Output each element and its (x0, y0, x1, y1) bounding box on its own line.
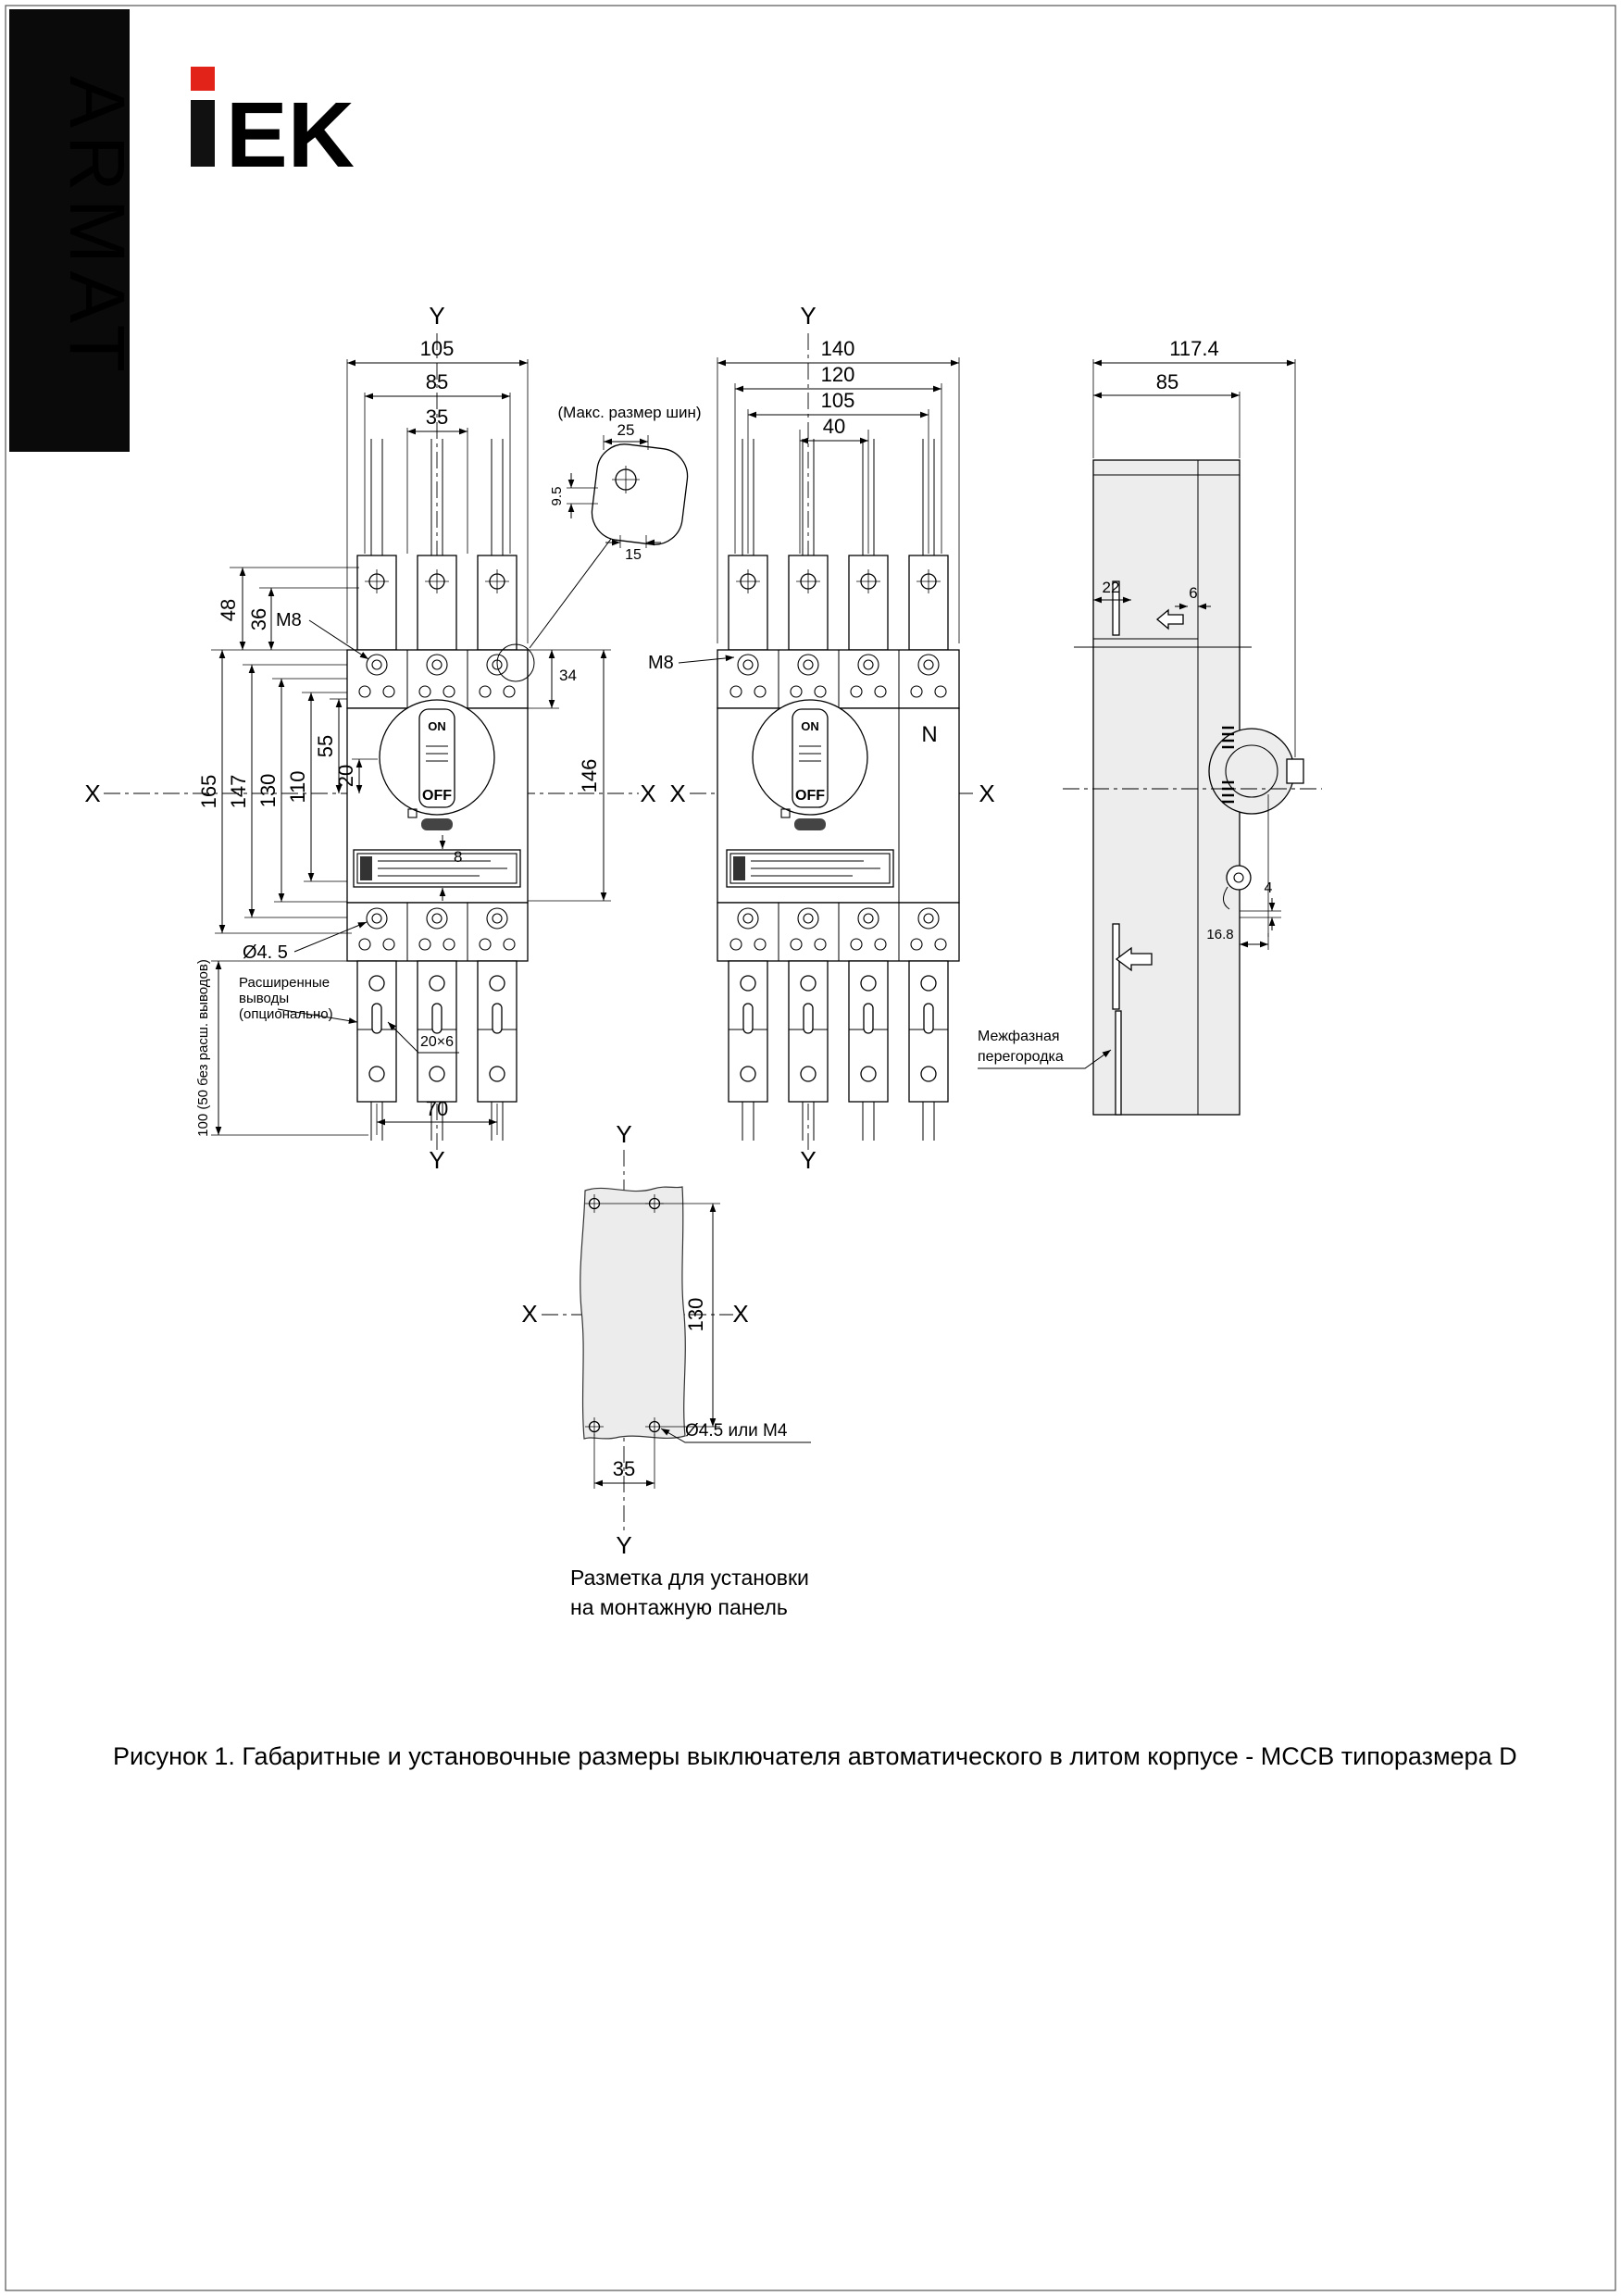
front-view-4p-dimensions: Y 140 120 105 40 M8 N X X Y (648, 302, 995, 1174)
handle-grip-ticks (1222, 726, 1234, 804)
view1-label-window (353, 849, 521, 888)
view1-axis-y-bottom: Y (429, 1146, 444, 1174)
view1-axis-x-right: X (640, 780, 655, 807)
dim-label-70: 70 (426, 1097, 448, 1120)
mount-note-1: Разметка для установки (570, 1566, 809, 1590)
dim-label-8: 8 (454, 848, 462, 866)
mount-note-2: на монтажную панель (570, 1595, 788, 1619)
view1-axis-y-top: Y (429, 302, 444, 330)
mount-axis-y-top: Y (616, 1120, 631, 1148)
ext-terminals-note-1: Расширенные (239, 975, 330, 991)
dim-label-4: 4 (1265, 880, 1273, 896)
dim-label-35: 35 (426, 406, 448, 429)
dim-label-85: 85 (426, 370, 448, 393)
dim-label-147: 147 (227, 775, 250, 809)
dim-label-15: 15 (625, 547, 642, 563)
left-arrow-icon (1115, 946, 1153, 972)
dim-label-dia45: Ø4. 5 (243, 942, 288, 963)
view2-label-window (726, 849, 894, 888)
dim-label-105-4p: 105 (821, 389, 855, 412)
mounting-layout: Y X X 130 Ø4.5 или M4 35 Y Разметка для … (521, 1120, 811, 1619)
dim-label-48: 48 (217, 599, 240, 621)
dim-label-22: 22 (1103, 579, 1120, 596)
dim-label-36: 36 (247, 608, 270, 630)
dim-label-120: 120 (821, 363, 855, 386)
mount-axis-x-right: X (732, 1300, 748, 1328)
dim-label-100: 100 (50 без расш. выводов) (195, 959, 211, 1137)
dim-label-140: 140 (821, 337, 855, 360)
side-handle-tip (1286, 758, 1304, 784)
iek-logo-ek-text: EK (226, 83, 355, 187)
side-view-dimensions: 117.4 85 22 6 4 16.8 Межфазная перегород… (978, 337, 1296, 1069)
iek-logo: EK (191, 67, 355, 187)
dim-label-20: 20 (334, 765, 357, 787)
iek-logo-i-stem (191, 100, 215, 167)
side-view (1063, 459, 1322, 1116)
partition-note-1: Межфазная (978, 1029, 1060, 1044)
partition-note-2: перегородка (978, 1049, 1064, 1065)
front-view-4p: ON OFF (690, 333, 974, 1150)
figure-caption: Рисунок 1. Габаритные и установочные раз… (113, 1742, 1517, 1770)
dim-label-105: 105 (420, 337, 455, 360)
mounting-panel (580, 1186, 686, 1440)
view1-axis-x-left: X (84, 780, 100, 807)
brand-armat-text: ARMAT (54, 76, 141, 380)
front-view-3p-dimensions: Y 105 85 35 48 36 165 147 130 110 55 20 … (84, 302, 655, 1174)
bus-detail: (Макс. размер шин) 25 9.5 15 (496, 404, 702, 682)
interphase-partition-plate (1115, 1010, 1122, 1116)
ext-terminals-note-3: (опционально) (239, 1006, 333, 1022)
left-arrow-icon (1155, 608, 1184, 630)
dim-label-34: 34 (559, 667, 577, 684)
view2-m8-label: M8 (648, 653, 674, 673)
dim-label-165: 165 (197, 775, 220, 809)
mount-axis-y-bottom: Y (616, 1531, 631, 1559)
mount-axis-x-left: X (521, 1300, 537, 1328)
dim-label-9-5: 9.5 (549, 487, 565, 506)
view2-on-label: ON (801, 719, 819, 733)
view1-m8-label: M8 (276, 610, 302, 630)
dim-label-110: 110 (286, 770, 309, 803)
mount-hole-label: Ø4.5 или M4 (685, 1421, 788, 1441)
dim-label-146: 146 (578, 759, 601, 793)
dim-label-130-mount: 130 (684, 1298, 707, 1332)
view2-n-pole-label: N (921, 722, 937, 747)
front-view-3p: ON OFF (104, 333, 639, 1150)
dim-label-85-side: 85 (1156, 370, 1178, 393)
iek-logo-red-dot (191, 67, 215, 91)
dim-label-20x6: 20×6 (420, 1034, 454, 1050)
ext-terminals-note-2: выводы (239, 991, 289, 1006)
view2-axis-y-bottom: Y (800, 1146, 816, 1174)
view1-on-label: ON (428, 719, 446, 733)
view2-axis-x-right: X (979, 780, 994, 807)
brand-bar: ARMAT (9, 9, 141, 452)
mounting-holes (585, 1194, 664, 1436)
view2-off-label: OFF (795, 788, 825, 804)
dim-label-16-8: 16.8 (1206, 927, 1233, 942)
page-border (5, 5, 1616, 2291)
dim-label-40: 40 (823, 415, 845, 438)
view2-axis-y-top: Y (800, 302, 816, 330)
view2-axis-x-left: X (669, 780, 685, 807)
dim-label-35-mount: 35 (613, 1457, 635, 1480)
bus-detail-title: (Макс. размер шин) (557, 404, 701, 421)
view1-off-label: OFF (422, 788, 452, 804)
dim-label-6: 6 (1189, 584, 1197, 602)
dim-label-130: 130 (256, 774, 280, 808)
dim-label-117-4: 117.4 (1169, 337, 1218, 360)
dim-label-25: 25 (617, 421, 635, 439)
dim-label-55: 55 (314, 735, 337, 757)
